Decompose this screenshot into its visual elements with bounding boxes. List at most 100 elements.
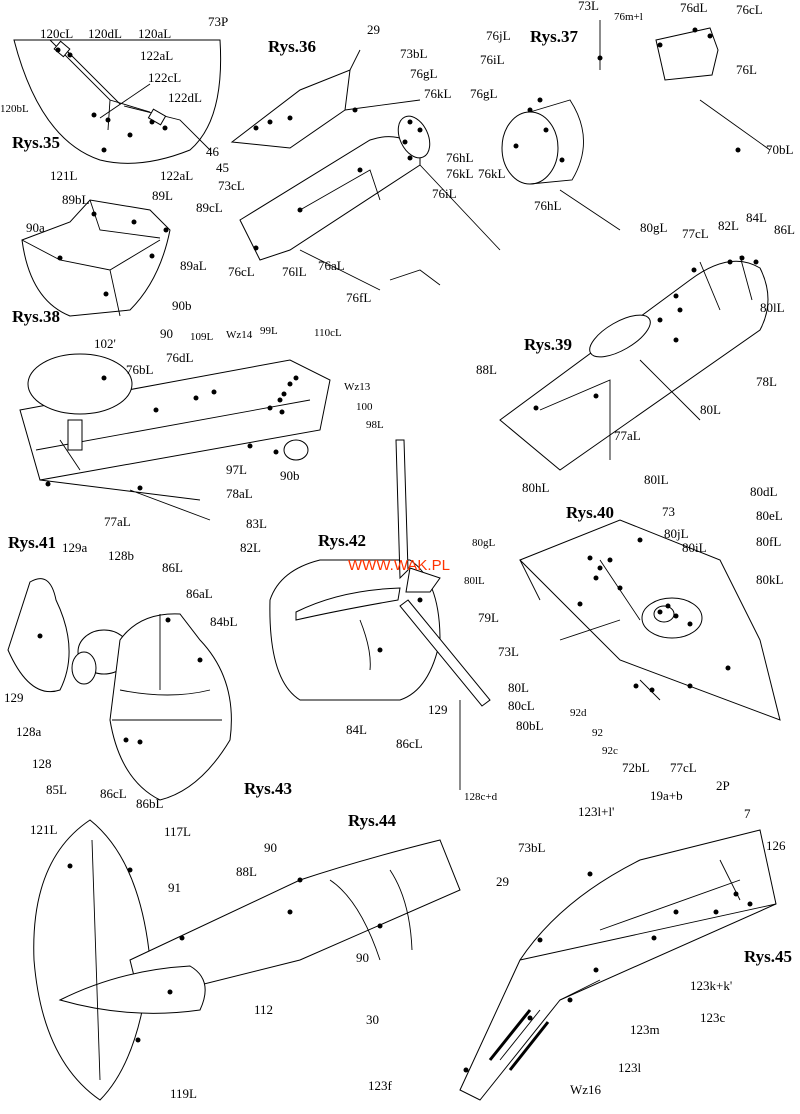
label: 128 [32,756,52,771]
fig41-title: Rys.41 [8,533,56,552]
fig36-title: Rys.36 [268,37,316,56]
label: 80gL [472,537,496,549]
label: 80L [508,680,529,695]
figure-41: Rys.41 102' 109L 76dL 76bL Wz14 99L 110c… [8,325,384,552]
figure-39: Rys.39 80gL 77cL 82L 84L 86L 80lL 88L 78… [476,210,795,471]
fig38-title: Rys.38 [12,307,60,326]
fig39-title: Rys.39 [524,335,572,354]
label: 80fL [756,534,781,549]
label: 73cL [218,178,245,193]
label: 89bL [62,192,90,207]
label: 129a [62,540,88,555]
label: 73bL [400,46,428,61]
label: 76m+l [614,11,643,23]
label: 85L [46,782,67,797]
label: 90b [172,298,192,313]
label: 29 [367,22,380,37]
fig41-fuselage [19,359,331,481]
label: 122dL [168,90,202,105]
label: 73P [208,14,228,29]
label: 90 [160,326,173,341]
fig44-fuselage [129,839,461,1001]
label: 76iL [480,52,505,67]
fig45-title: Rys.45 [744,947,792,966]
label: 86cL [396,736,423,751]
label: 98L [366,419,384,431]
label: 80hL [522,480,550,495]
label: Wz16 [570,1082,602,1097]
label: 80L [700,402,721,417]
fig44-stabilizer [58,965,206,1014]
label: 76dL [680,0,708,15]
label: 91 [168,880,181,895]
label: 119L [170,1086,197,1101]
fig35-title: Rys.35 [12,133,60,152]
label: 88L [236,864,257,879]
label: 122aL [140,48,173,63]
label: 92 [592,727,603,739]
label: 126 [766,838,786,853]
fig43-title: Rys.43 [244,779,292,798]
label: 112 [254,1002,273,1017]
label: 78aL [226,486,253,501]
label: 90a [26,220,45,235]
label: 86cL [100,786,127,801]
figure-36: Rys.36 73P 29 73bL 76gL 76kL 46 45 73cL … [206,14,501,305]
label: 76dL [166,350,194,365]
fig38-part [21,199,171,317]
fig37-box [655,27,719,81]
fig37-title: Rys.37 [530,27,579,46]
figure-38: Rys.38 89bL 89L 89cL 90a 89aL 90b 90 [12,188,223,341]
label: 99L [260,325,278,337]
label: 76cL [228,264,255,279]
fig42-blade-right [399,599,491,707]
label: 76fL [346,290,371,305]
label: 100 [356,401,373,413]
fig36-nose-cone [230,69,351,149]
label: 19a+b [650,788,683,803]
label: 76gL [470,86,498,101]
label: 2P [716,778,730,793]
label: 89L [152,188,173,203]
figure-37: Rys.37 73L 76m+l 76dL 76cL 76jL 76iL 76g… [470,0,794,231]
label: 76L [736,62,757,77]
fig42-blade-top [395,439,409,580]
label: 92c [602,745,618,757]
label: 82L [240,540,261,555]
label: 102' [94,336,116,351]
label: 76iL [432,186,457,201]
fig45-fuselage [459,829,777,1101]
figure-35: Rys.35 120cL 120dL 120aL 122aL 122cL 122… [0,26,222,183]
fig42-title: Rys.42 [318,531,366,550]
label: Wz14 [226,329,253,341]
label: 86aL [186,586,213,601]
label: 30 [366,1012,379,1027]
label: 128c+d [464,791,498,803]
label: 90 [264,840,277,855]
label: 128b [108,548,134,563]
fig42-spinner [405,567,441,593]
label: 121L [50,168,78,183]
label: 7 [744,806,751,821]
label: 84L [746,210,767,225]
label: 120aL [138,26,171,41]
label: 73L [498,644,519,659]
label: 80gL [640,220,668,235]
fig44-fin [33,819,151,1101]
label: 90 [356,950,369,965]
label: 76bL [126,362,154,377]
label: 77aL [104,514,131,529]
label: 76hL [534,198,562,213]
fig40-title: Rys.40 [566,503,614,522]
label: 128a [16,724,42,739]
label: 89cL [196,200,223,215]
label: 45 [216,160,229,175]
label: 46 [206,144,220,159]
label: 122aL [160,168,193,183]
label: 89aL [180,258,207,273]
label: 76cL [736,2,763,17]
label: 122cL [148,70,181,85]
label: 77cL [670,760,697,775]
label: 76lL [282,264,307,279]
